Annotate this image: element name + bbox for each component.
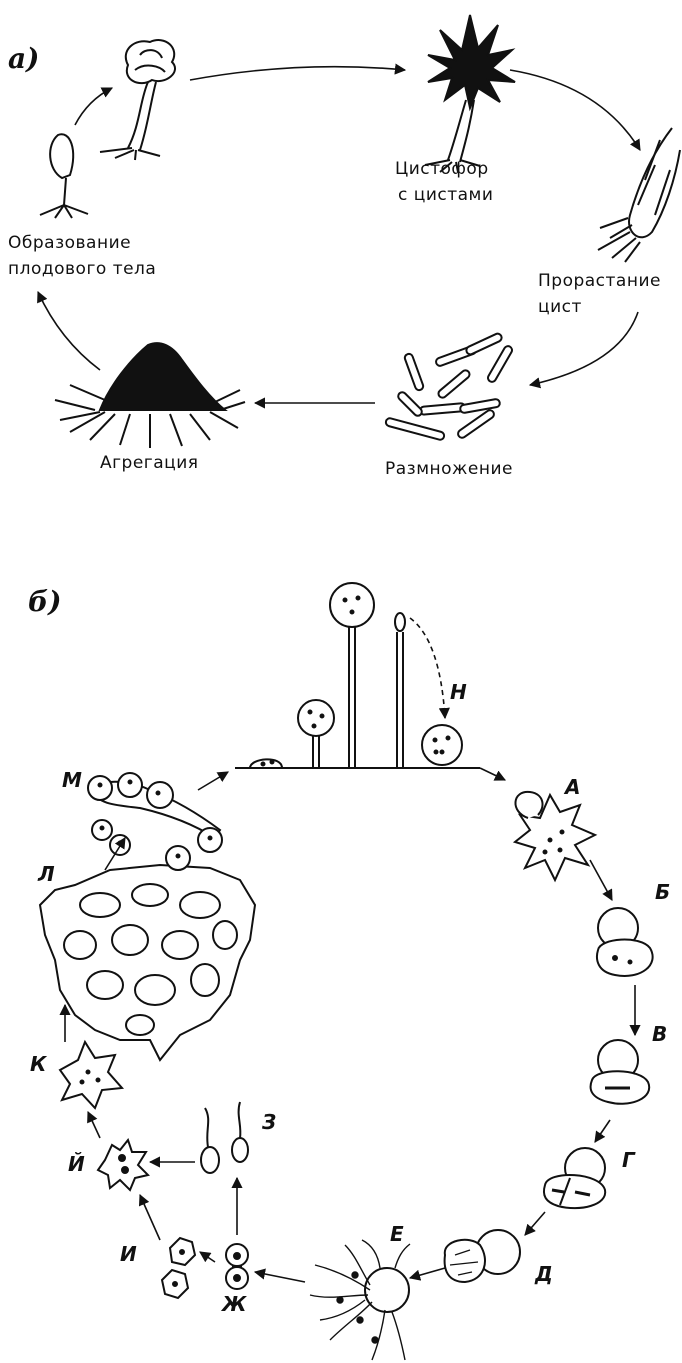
cell-b-drawing bbox=[597, 908, 653, 976]
stage-n-letter: Н bbox=[450, 680, 467, 704]
stage-zh-letter: Ж bbox=[222, 1292, 246, 1316]
stage-z-letter: З bbox=[262, 1110, 276, 1134]
stage-b-letter: Б bbox=[655, 880, 670, 904]
label-germination-line2: цист bbox=[538, 296, 582, 318]
arrow-b-5 bbox=[525, 1212, 545, 1235]
cell-e-drawing bbox=[310, 1240, 410, 1360]
arrow-b-11 bbox=[140, 1195, 160, 1240]
label-fruiting-body-line2: плодового тела bbox=[8, 258, 156, 280]
stage-i-letter: И bbox=[120, 1242, 137, 1266]
sporangia-group bbox=[250, 583, 462, 768]
cell-zh-drawing bbox=[226, 1244, 248, 1289]
arrow-b-6 bbox=[410, 1268, 445, 1278]
stage-g-letter: Г bbox=[622, 1148, 635, 1172]
arrow-a-3 bbox=[510, 70, 640, 150]
swarm-cells-drawing bbox=[201, 1102, 248, 1173]
stage-v-letter: В bbox=[652, 1022, 667, 1046]
arrow-a-4 bbox=[530, 312, 638, 385]
cell-v-drawing bbox=[591, 1040, 650, 1104]
cell-y-drawing bbox=[98, 1140, 148, 1190]
label-aggregation: Агрегация bbox=[100, 452, 199, 474]
stage-y-letter: Й bbox=[68, 1152, 85, 1176]
cell-g-drawing bbox=[544, 1148, 605, 1208]
stage-d-letter: Д bbox=[535, 1262, 553, 1286]
stage-m-letter: М bbox=[62, 768, 82, 792]
plasmodium-drawing bbox=[40, 865, 255, 1060]
fruiting-body-drawing bbox=[100, 40, 175, 160]
stage-a-letter: А bbox=[565, 775, 580, 799]
arrow-a-1 bbox=[75, 88, 112, 125]
label-cystophore-line1: Цистофор bbox=[395, 158, 489, 180]
arrow-b-10 bbox=[200, 1252, 215, 1262]
label-fruiting-body-line1: Образование bbox=[8, 232, 131, 254]
stage-l-letter: Л bbox=[38, 862, 55, 886]
panel-a-tag: а) bbox=[8, 42, 39, 75]
arrow-b-7 bbox=[255, 1272, 305, 1282]
label-germination-line1: Прорастание bbox=[538, 270, 661, 292]
rod-cells-drawing bbox=[385, 332, 513, 440]
arrow-b-15 bbox=[198, 772, 228, 790]
arrow-n bbox=[410, 618, 445, 718]
cell-d-drawing bbox=[445, 1230, 520, 1282]
panel-b-tag: б) bbox=[28, 585, 61, 618]
young-fruiting-body-drawing bbox=[40, 134, 88, 218]
label-reproduction: Размножение bbox=[385, 458, 513, 480]
arrow-b-12 bbox=[88, 1112, 100, 1138]
cystophore-drawing bbox=[425, 15, 515, 172]
label-cystophore-line2: с цистами bbox=[398, 184, 493, 206]
arrow-b-2 bbox=[590, 860, 612, 900]
cell-i-drawing bbox=[162, 1238, 195, 1298]
arrow-a-2 bbox=[190, 67, 405, 80]
stage-e-letter: Е bbox=[390, 1222, 404, 1246]
cell-k-drawing bbox=[60, 1042, 122, 1108]
amoeba-a-drawing bbox=[515, 792, 595, 880]
arrow-a-6 bbox=[38, 292, 100, 370]
stage-k-letter: К bbox=[30, 1052, 46, 1076]
aggregation-mound-drawing bbox=[55, 343, 245, 448]
arrow-b-1 bbox=[480, 768, 505, 780]
arrow-b-4 bbox=[595, 1120, 610, 1142]
